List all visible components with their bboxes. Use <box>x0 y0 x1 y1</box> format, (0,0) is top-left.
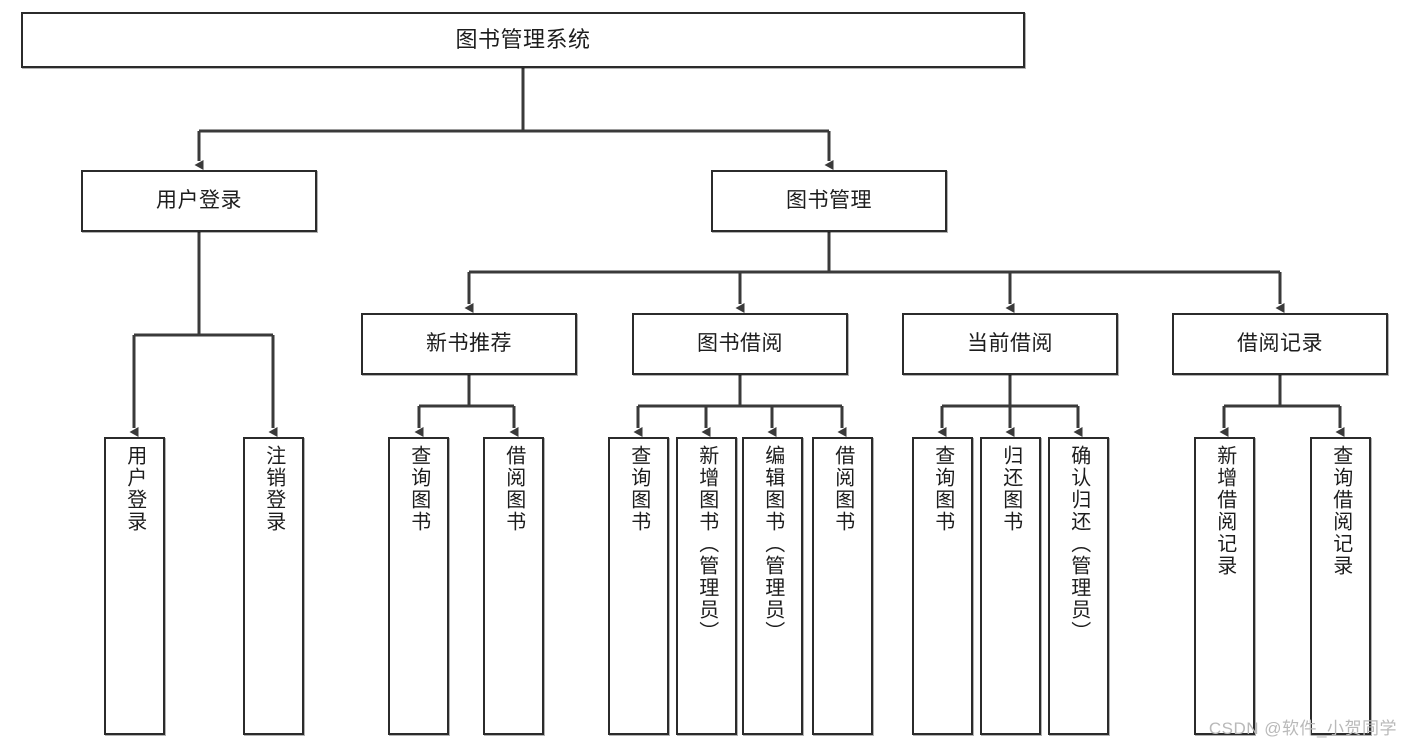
leaf-return-book[interactable]: 归还图书 <box>980 437 1041 735</box>
node-book-management[interactable]: 图书管理 <box>711 170 947 232</box>
node-label: 新书推荐 <box>426 331 512 355</box>
leaf-borrow-book[interactable]: 借阅图书 <box>812 437 873 735</box>
leaf-add-book-admin[interactable]: 新增图书（管理员） <box>676 437 737 735</box>
node-label: 注销登录 <box>262 445 285 533</box>
node-label: 确认归还（管理员） <box>1067 445 1090 643</box>
node-label: 查询借阅记录 <box>1329 445 1352 577</box>
node-label: 查询图书 <box>931 445 954 533</box>
leaf-confirm-return-admin[interactable]: 确认归还（管理员） <box>1048 437 1109 735</box>
node-user-login[interactable]: 用户登录 <box>81 170 317 232</box>
leaf-query-book-borrow[interactable]: 查询图书 <box>608 437 669 735</box>
leaf-user-logout[interactable]: 注销登录 <box>243 437 304 735</box>
node-label: 查询图书 <box>407 445 430 533</box>
leaf-edit-book-admin[interactable]: 编辑图书（管理员） <box>742 437 803 735</box>
node-label: 编辑图书（管理员） <box>761 445 784 643</box>
node-label: 当前借阅 <box>967 331 1053 355</box>
leaf-query-book-rec[interactable]: 查询图书 <box>388 437 449 735</box>
node-label: 查询图书 <box>627 445 650 533</box>
node-label: 新增图书（管理员） <box>695 445 718 643</box>
node-book-borrow[interactable]: 图书借阅 <box>632 313 848 375</box>
leaf-user-login[interactable]: 用户登录 <box>104 437 165 735</box>
node-label: 借阅记录 <box>1237 331 1323 355</box>
leaf-add-borrow-record[interactable]: 新增借阅记录 <box>1194 437 1255 735</box>
node-borrow-record[interactable]: 借阅记录 <box>1172 313 1388 375</box>
node-label: 图书管理 <box>786 188 872 212</box>
node-label: 图书借阅 <box>697 331 783 355</box>
node-label: 用户登录 <box>123 445 146 533</box>
node-label: 用户登录 <box>156 188 242 212</box>
node-label: 借阅图书 <box>502 445 525 533</box>
node-root-system[interactable]: 图书管理系统 <box>21 12 1025 68</box>
node-label: 归还图书 <box>999 445 1022 533</box>
node-new-book-recommend[interactable]: 新书推荐 <box>361 313 577 375</box>
leaf-query-borrow-record[interactable]: 查询借阅记录 <box>1310 437 1371 735</box>
node-label: 新增借阅记录 <box>1213 445 1236 577</box>
node-label: 借阅图书 <box>831 445 854 533</box>
leaf-borrow-book-rec[interactable]: 借阅图书 <box>483 437 544 735</box>
watermark-text: CSDN @软件_小贺同学 <box>1208 719 1397 738</box>
node-label: 图书管理系统 <box>455 27 591 53</box>
leaf-query-book-current[interactable]: 查询图书 <box>912 437 973 735</box>
node-current-borrow[interactable]: 当前借阅 <box>902 313 1118 375</box>
